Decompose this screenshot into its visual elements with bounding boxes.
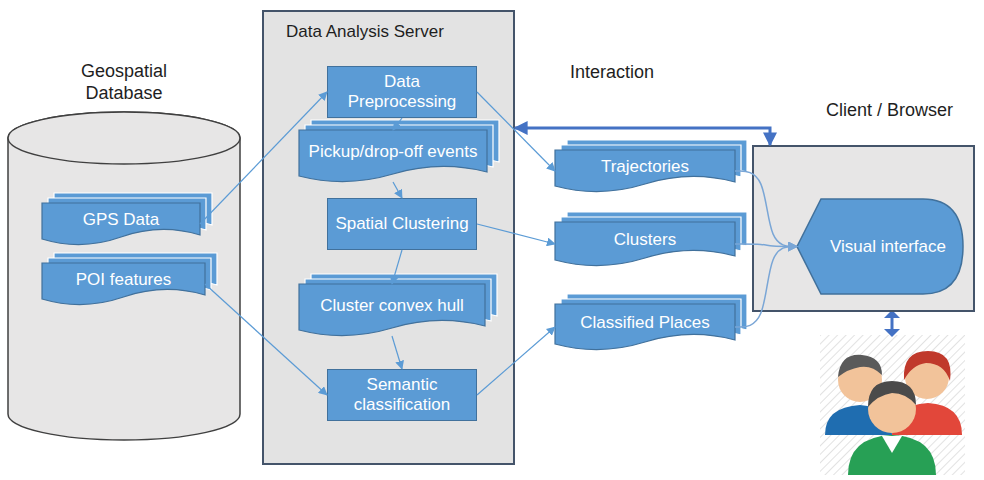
connector	[735, 171, 797, 247]
connector	[735, 247, 797, 328]
node-label: Classified Places	[580, 313, 709, 333]
connector	[477, 327, 555, 395]
server-panel: Data PreprocessingPickup/drop-off events…	[262, 10, 515, 465]
connector	[200, 92, 327, 224]
node-label: Spatial Clustering	[335, 214, 468, 234]
connector	[477, 92, 555, 171]
node-heading: Geospatial Database	[54, 60, 194, 104]
data-stack: Cluster convex hull	[299, 284, 485, 336]
output-stack: Classified Places	[555, 304, 735, 350]
data-stack: POI features	[42, 263, 205, 305]
connector	[393, 118, 402, 130]
output-stack: Clusters	[555, 222, 735, 266]
database-cylinder: GPS DataPOI featuresGeospatial Database	[8, 112, 240, 440]
client-panel: Visual interfaceClient / Browser	[752, 145, 975, 312]
process-box: Spatial Clustering	[327, 198, 477, 250]
connector	[392, 336, 402, 369]
connector	[477, 224, 555, 244]
node-label: Cluster convex hull	[320, 296, 464, 316]
connector	[735, 244, 797, 247]
node-label: POI features	[76, 270, 171, 290]
node-label: GPS Data	[83, 210, 160, 230]
double-arrow	[880, 310, 904, 338]
node-label: Pickup/drop-off events	[309, 142, 478, 162]
node-heading: Data Analysis Server	[286, 22, 444, 42]
connector	[393, 182, 402, 198]
edge-label: Interaction	[570, 62, 654, 83]
node-heading: Client / Browser	[826, 99, 953, 121]
connector	[515, 128, 770, 145]
process-box: Data Preprocessing	[327, 66, 477, 118]
users-icon	[820, 335, 965, 475]
data-stack: GPS Data	[42, 203, 200, 245]
node-label: Trajectories	[601, 157, 689, 177]
node-label: Visual interface	[830, 237, 946, 257]
node-label: Clusters	[614, 230, 676, 250]
connector	[392, 250, 402, 284]
node-label: Semantic classification	[332, 375, 472, 415]
connector	[205, 284, 327, 395]
output-stack: Trajectories	[555, 150, 735, 192]
display-shape: Visual interface	[797, 199, 963, 294]
data-stack: Pickup/drop-off events	[299, 130, 487, 182]
node-label: Data Preprocessing	[332, 72, 472, 112]
process-box: Semantic classification	[327, 369, 477, 421]
